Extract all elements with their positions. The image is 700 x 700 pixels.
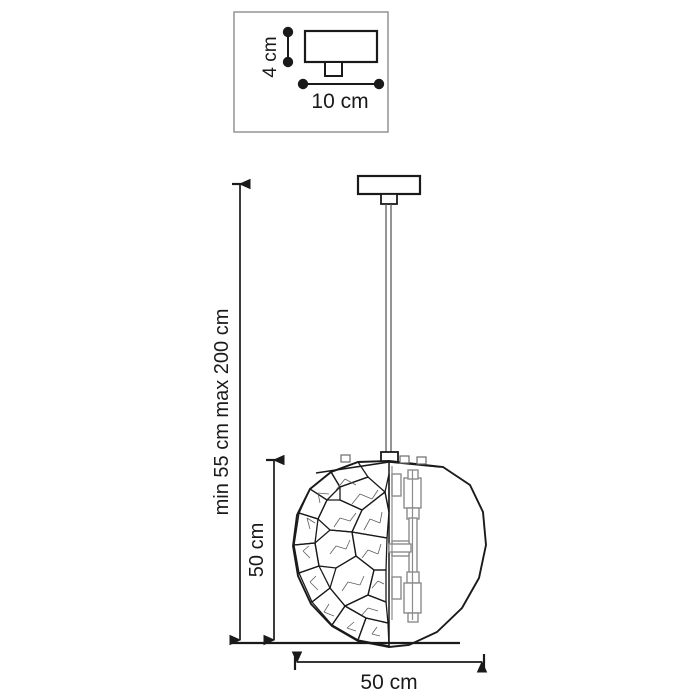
rail-clip-left — [340, 454, 351, 463]
canopy-outlet — [380, 193, 398, 205]
rail-clip-right — [416, 456, 427, 465]
shade-facet-pattern — [293, 461, 390, 647]
lamp-internal-hardware — [388, 469, 422, 623]
detail-height-label: 4 cm — [260, 36, 281, 77]
shade-top-rail — [315, 461, 441, 474]
rail-clip-mid — [399, 455, 410, 464]
detail-box-group — [233, 11, 389, 133]
canopy-stem — [324, 61, 343, 77]
canopy-body — [303, 29, 379, 64]
lamp-assembly — [292, 174, 487, 648]
detail-width-label: 10 cm — [311, 90, 368, 113]
shade-height-label: 50 cm — [246, 523, 268, 577]
shade-width-label: 50 cm — [360, 671, 417, 694]
shade-width-dimension — [291, 651, 488, 673]
shade-height-dimension — [263, 454, 285, 646]
drop-dimension-label: min 55 cm max 200 cm — [211, 309, 233, 516]
ceiling-canopy — [356, 174, 422, 196]
shade-facet-inner-lines — [302, 478, 385, 637]
